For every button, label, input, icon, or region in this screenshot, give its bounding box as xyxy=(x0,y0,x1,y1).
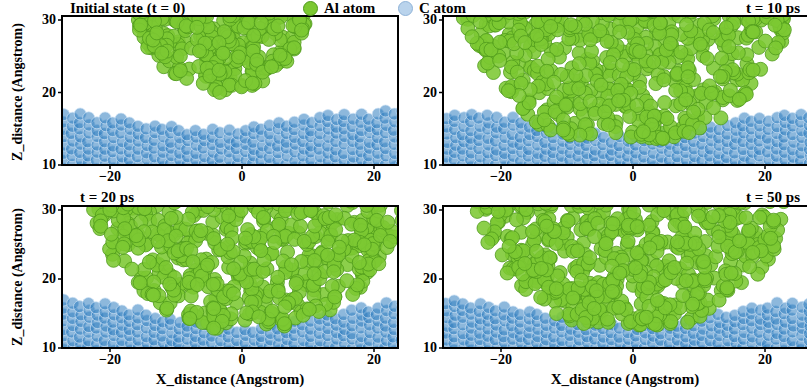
tick-label: 30 xyxy=(423,203,437,217)
panel-title: t = 20 ps xyxy=(80,190,134,205)
atoms-panel xyxy=(62,16,398,165)
panel-title: Initial state (t = 0) xyxy=(70,1,185,16)
tick-label: 10 xyxy=(423,158,437,172)
tick-label: 10 xyxy=(42,341,56,355)
tick-label: 20 xyxy=(42,272,56,286)
axis-title: Z_distance (Angstrom) xyxy=(11,208,25,346)
tick-label: −20 xyxy=(490,170,512,184)
axis-title: X_distance (Angstrom) xyxy=(551,372,699,387)
tick-label: 20 xyxy=(367,353,381,367)
tick-label: 20 xyxy=(423,86,437,100)
panel-title: t = 50 ps xyxy=(746,190,800,205)
legend-label: Al atom xyxy=(324,1,375,16)
panel-title: t = 10 ps xyxy=(746,1,800,16)
carbon-substrate xyxy=(443,294,807,349)
tick-marks xyxy=(58,20,765,352)
atoms-panel xyxy=(443,16,807,165)
axes-frame xyxy=(62,206,398,348)
tick-label: 0 xyxy=(239,353,246,367)
axes-frames xyxy=(62,16,807,348)
tick-label: −20 xyxy=(99,353,121,367)
tick-label: 10 xyxy=(42,158,56,172)
carbon-substrate xyxy=(443,104,807,165)
axes-frame xyxy=(443,206,807,348)
axis-title: Z_distance (Angstrom) xyxy=(11,23,25,161)
tick-label: 0 xyxy=(239,170,246,184)
tick-label: 20 xyxy=(367,170,381,184)
tick-label: 0 xyxy=(630,353,637,367)
tick-label: 20 xyxy=(423,272,437,286)
tick-label: 20 xyxy=(758,353,772,367)
tick-label: 30 xyxy=(42,203,56,217)
tick-label: 20 xyxy=(758,170,772,184)
atoms-panel xyxy=(443,206,807,348)
aluminium-droplet xyxy=(456,16,793,146)
aluminium-droplet xyxy=(131,16,313,99)
tick-label: −20 xyxy=(490,353,512,367)
aluminium-droplet xyxy=(470,206,790,332)
legend-label: C atom xyxy=(419,1,466,16)
axis-title: X_distance (Angstrom) xyxy=(156,372,304,387)
carbon-substrate xyxy=(62,105,398,166)
legend-swatch xyxy=(303,1,318,16)
aluminium-droplet xyxy=(85,206,398,335)
tick-label: 20 xyxy=(42,86,56,100)
tick-label: −20 xyxy=(99,170,121,184)
axes-frame xyxy=(443,16,807,165)
atoms-panel xyxy=(62,206,398,348)
tick-label: 30 xyxy=(42,13,56,27)
legend-swatch xyxy=(398,1,413,16)
tick-label: 10 xyxy=(423,341,437,355)
tick-label: 0 xyxy=(630,170,637,184)
axes-frame xyxy=(62,16,398,165)
